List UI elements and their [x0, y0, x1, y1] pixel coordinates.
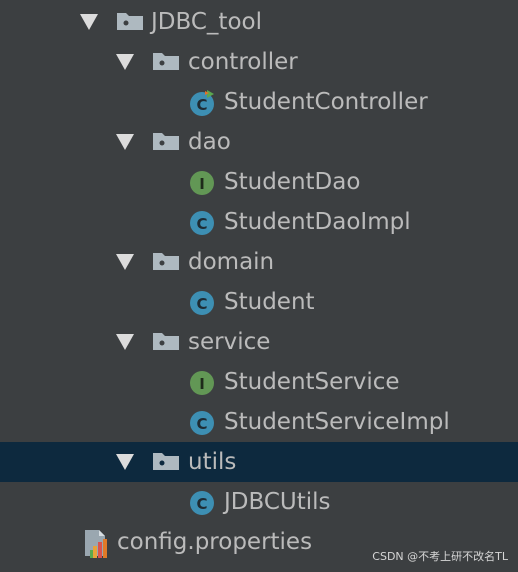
- tree-node-label: JDBC_tool: [151, 9, 262, 35]
- java-interface-icon: I: [188, 169, 216, 197]
- package-folder-icon: [152, 131, 180, 151]
- expand-arrow-icon[interactable]: [116, 134, 134, 150]
- tree-node-student-service[interactable]: I StudentService: [0, 362, 518, 402]
- tree-node-service[interactable]: service: [0, 322, 518, 362]
- tree-node-label: StudentDao: [224, 169, 361, 195]
- java-class-icon: C: [188, 409, 216, 437]
- interface-letter: I: [199, 175, 205, 193]
- package-folder-icon: [152, 51, 180, 71]
- package-folder-icon: [152, 251, 180, 271]
- properties-file-icon: [82, 526, 110, 558]
- class-letter: C: [196, 215, 207, 233]
- expand-arrow-icon[interactable]: [80, 14, 98, 30]
- java-class-icon: C: [188, 209, 216, 237]
- tree-node-label: config.properties: [117, 529, 313, 555]
- tree-node-student-service-impl[interactable]: C StudentServiceImpl: [0, 402, 518, 442]
- tree-node-label: StudentDaoImpl: [224, 209, 411, 235]
- expand-arrow-icon[interactable]: [116, 334, 134, 350]
- tree-node-domain[interactable]: domain: [0, 242, 518, 282]
- csdn-watermark: CSDN @不考上研不改名TL: [372, 550, 508, 563]
- tree-node-utils[interactable]: utils: [0, 442, 518, 482]
- expand-arrow-icon[interactable]: [116, 54, 134, 70]
- tree-node-label: StudentServiceImpl: [224, 409, 450, 435]
- expand-arrow-icon[interactable]: [116, 254, 134, 270]
- tree-node-label: StudentService: [224, 369, 400, 395]
- java-class-runnable-icon: C: [188, 89, 216, 117]
- package-folder-icon: [116, 11, 144, 31]
- tree-node-label: controller: [188, 49, 298, 75]
- tree-node-dao[interactable]: dao: [0, 122, 518, 162]
- tree-node-student-dao[interactable]: I StudentDao: [0, 162, 518, 202]
- interface-letter: I: [199, 375, 205, 393]
- class-letter: C: [196, 96, 207, 114]
- tree-node-student-dao-impl[interactable]: C StudentDaoImpl: [0, 202, 518, 242]
- tree-node-student[interactable]: C Student: [0, 282, 518, 322]
- tree-node-label: Student: [224, 289, 315, 315]
- class-letter: C: [196, 495, 207, 513]
- java-class-icon: C: [188, 289, 216, 317]
- tree-node-controller[interactable]: controller: [0, 42, 518, 82]
- tree-node-label: dao: [188, 129, 231, 155]
- java-class-icon: C: [188, 489, 216, 517]
- tree-node-config-properties[interactable]: config.properties: [0, 522, 518, 562]
- class-letter: C: [196, 415, 207, 433]
- tree-node-label: service: [188, 329, 271, 355]
- package-folder-icon: [152, 331, 180, 351]
- tree-node-jdbc-tool[interactable]: JDBC_tool: [0, 2, 518, 42]
- tree-node-jdbc-utils[interactable]: C JDBCUtils: [0, 482, 518, 522]
- tree-node-label: JDBCUtils: [224, 489, 331, 515]
- package-folder-icon: [152, 451, 180, 471]
- tree-node-label: utils: [188, 449, 237, 475]
- class-letter: C: [196, 295, 207, 313]
- tree-node-label: domain: [188, 249, 275, 275]
- partial-next-item-icon: [45, 567, 63, 572]
- tree-node-student-controller[interactable]: C StudentController: [0, 82, 518, 122]
- java-interface-icon: I: [188, 369, 216, 397]
- tree-node-label: StudentController: [224, 89, 428, 115]
- expand-arrow-icon[interactable]: [116, 454, 134, 470]
